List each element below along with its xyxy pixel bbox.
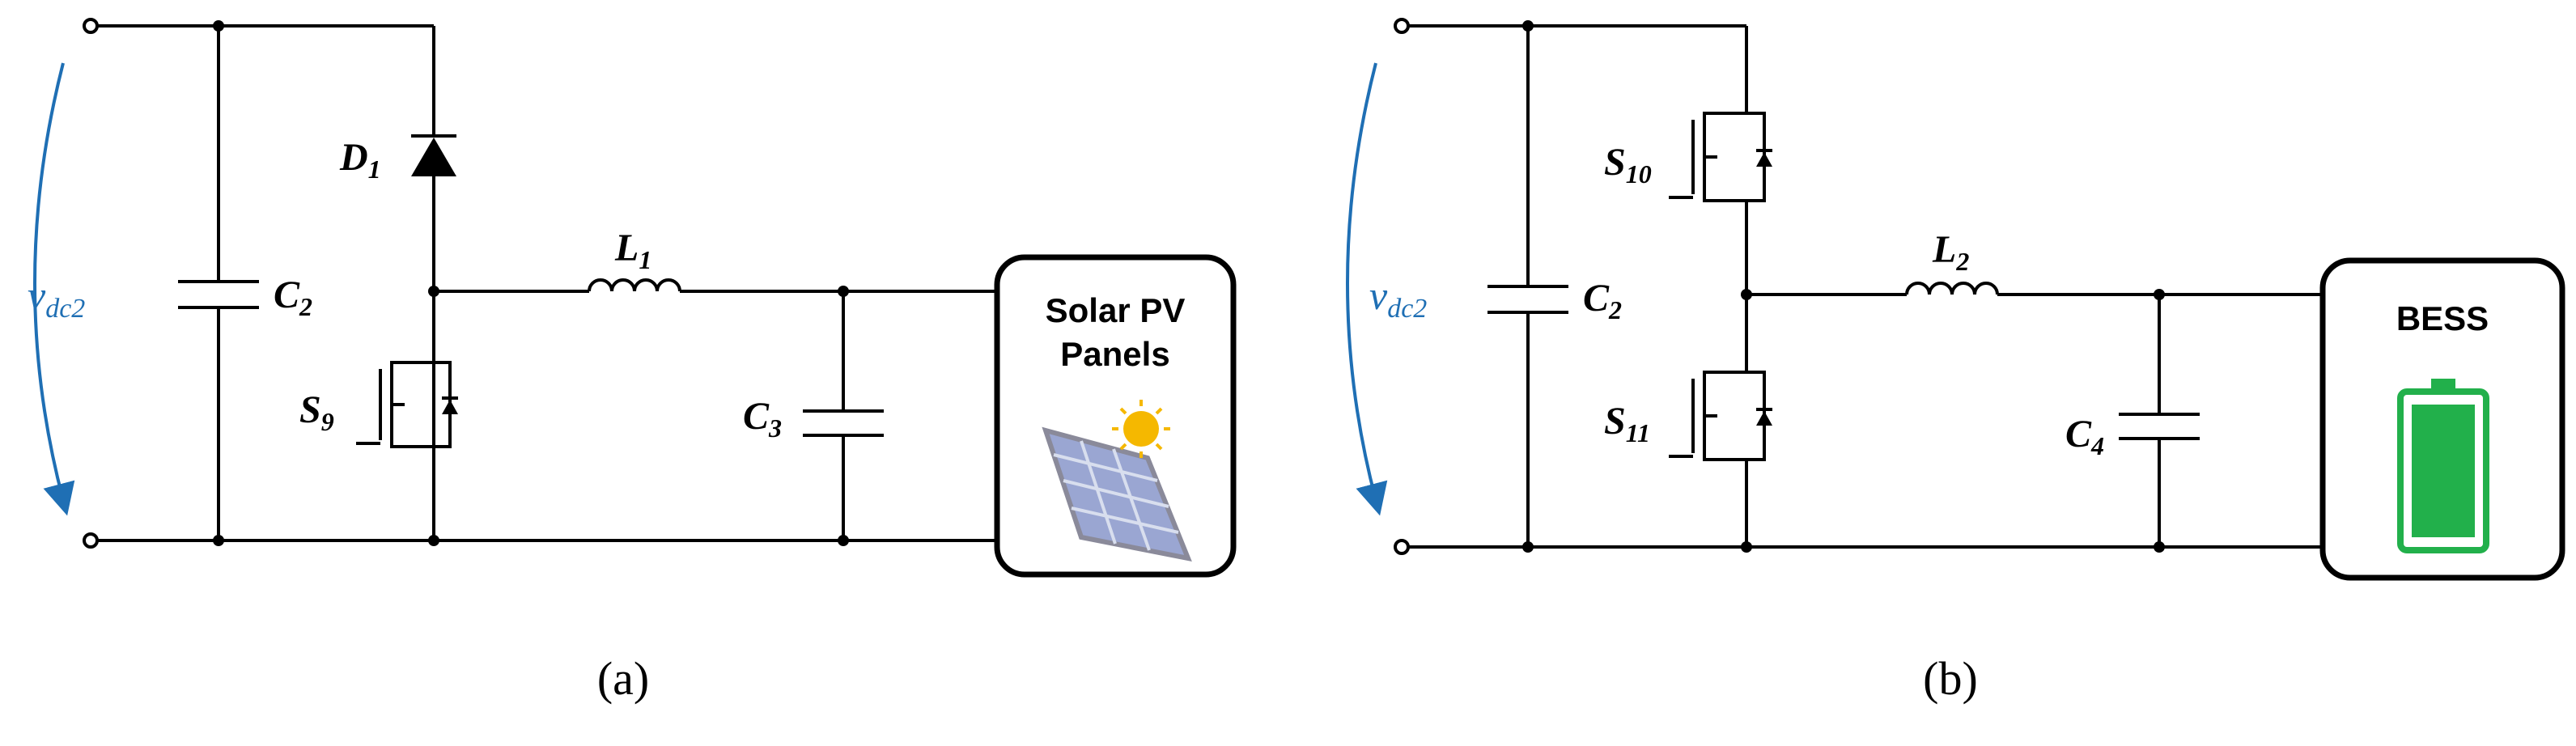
battery-icon: [2397, 379, 2489, 553]
box-line1: BESS: [2396, 299, 2489, 337]
label-s11: S11: [1604, 400, 1650, 447]
caption-a: (a): [597, 652, 649, 705]
box-line2: Panels: [1060, 335, 1169, 373]
voltage-arrow: [1346, 62, 1388, 516]
label-c4: C4: [2065, 413, 2104, 460]
terminal-bottom: [83, 532, 99, 549]
box-line1: Solar PV: [1046, 291, 1186, 329]
label-l2: L2: [1932, 228, 1969, 276]
label-d1: D1: [339, 136, 381, 184]
switch-s11: [1669, 371, 1772, 461]
label-c3: C3: [743, 395, 782, 443]
capacitor-c4: [2119, 295, 2200, 547]
solar-panel-icon: [1042, 426, 1192, 562]
label-s9: S9: [299, 388, 334, 436]
voltage-label: vdc2: [1369, 273, 1427, 324]
label-c2: C2: [1583, 277, 1622, 324]
voltage-arrow: [33, 62, 75, 516]
sun-icon: [1112, 400, 1170, 458]
capacitor-c2: [178, 26, 259, 540]
diode-d1: [411, 134, 456, 176]
panel-a: Solar PV Panels vdc2 C2 D1 L1: [28, 18, 1237, 705]
solar-pv-box: [994, 254, 1237, 578]
label-s10: S10: [1604, 141, 1652, 189]
terminal-top: [83, 18, 99, 34]
terminal-top: [1394, 18, 1410, 34]
caption-b: (b): [1923, 652, 1978, 705]
switch-s10: [1669, 112, 1772, 202]
switch-s9: [356, 361, 458, 448]
label-l1: L1: [614, 227, 651, 274]
capacitor-c2: [1487, 26, 1568, 547]
voltage-label: vdc2: [28, 273, 85, 324]
inductor-l1: [588, 278, 681, 292]
inductor-l2: [1905, 282, 1999, 295]
label-c2: C2: [274, 273, 312, 321]
terminal-bottom: [1394, 539, 1410, 555]
capacitor-c3: [803, 291, 884, 540]
panel-b: BESS vdc2 C2 S10 S11 L2 C4 (b): [1346, 18, 2565, 705]
